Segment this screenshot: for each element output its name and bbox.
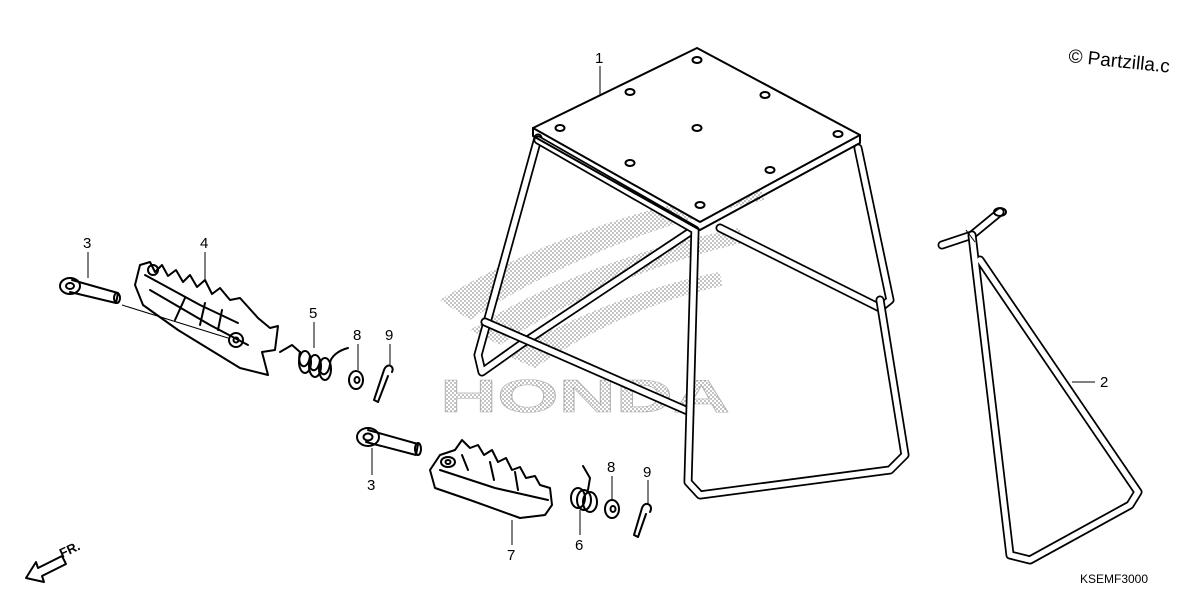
- honda-wordmark-watermark: HONDA: [440, 370, 730, 422]
- callout-3-lower: 3: [367, 477, 375, 494]
- front-direction-indicator: FR.: [25, 538, 82, 583]
- footpeg-left-part-7[interactable]: [429, 439, 553, 519]
- callout-leader-lines: [87, 66, 1095, 545]
- callout-9-upper: 9: [385, 327, 393, 344]
- washer-upper-part-8[interactable]: [348, 370, 364, 390]
- spring-part-6[interactable]: [570, 465, 598, 513]
- footpeg-right-part-4[interactable]: [121, 261, 279, 376]
- stand-plate-bolts: [554, 56, 844, 209]
- footpeg-pin-lower-part-3[interactable]: [356, 427, 422, 456]
- callout-4: 4: [200, 235, 208, 252]
- callout-5: 5: [309, 305, 317, 322]
- callout-6: 6: [575, 537, 583, 554]
- callout-2: 2: [1100, 374, 1108, 391]
- cotter-pin-lower-part-9[interactable]: [633, 502, 652, 538]
- side-stand-part-2[interactable]: [937, 207, 1143, 565]
- callout-9-lower: 9: [643, 464, 651, 481]
- bike-stand-part-1[interactable]: [473, 47, 910, 500]
- cotter-pin-upper-part-9[interactable]: [373, 364, 394, 403]
- copyright-notice: © Partzilla.c: [1067, 46, 1170, 78]
- callout-7: 7: [507, 547, 515, 564]
- footpeg-pin-upper-part-3[interactable]: [59, 277, 121, 304]
- callout-1: 1: [595, 50, 603, 67]
- spring-part-5[interactable]: [279, 344, 349, 381]
- callout-3-upper: 3: [83, 235, 91, 252]
- front-label: FR.: [57, 538, 82, 560]
- washer-lower-part-8[interactable]: [604, 499, 620, 519]
- callout-8-upper: 8: [353, 327, 361, 344]
- diagram-code: KSEMF3000: [1080, 572, 1148, 586]
- front-arrow-icon: [25, 555, 67, 583]
- callout-8-lower: 8: [607, 459, 615, 476]
